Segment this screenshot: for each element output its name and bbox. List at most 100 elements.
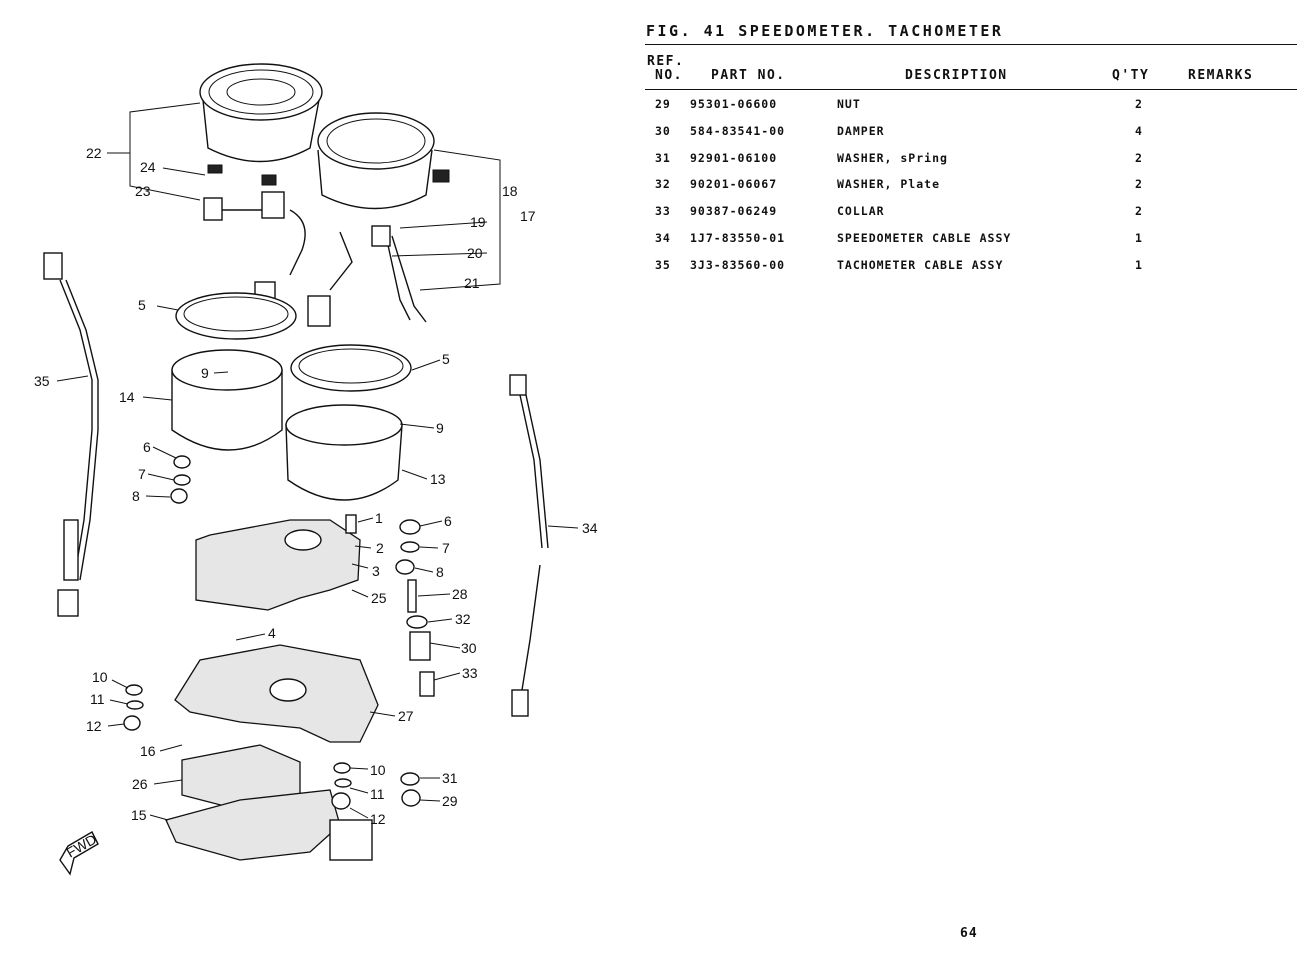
callout: 15 [131, 807, 147, 823]
table-row: 33 90387-06249 COLLAR 2 [645, 201, 1297, 228]
header-part-no: PART NO. [711, 68, 786, 83]
callout: 8 [132, 488, 140, 504]
part-no-cell: 92901-06100 [690, 150, 778, 165]
exploded-parts-diagram: FWD 22 24 23 18 19 17 20 21 5 [34, 63, 598, 876]
callout: 4 [268, 625, 276, 641]
header-ref-line1: REF. [647, 54, 685, 69]
ref-cell: 34 [655, 230, 671, 245]
part-no-cell: 584-83541-00 [690, 123, 786, 138]
callout: 19 [470, 214, 486, 230]
callout: 1 [375, 510, 383, 526]
callout: 9 [436, 420, 444, 436]
figure-title: FIG. 41 SPEEDOMETER. TACHOMETER [646, 22, 1004, 40]
callout: 8 [436, 564, 444, 580]
tachometer-gauge [317, 112, 450, 210]
tachometer-cable [43, 252, 99, 617]
ref-cell: 29 [655, 97, 671, 111]
callout: 13 [430, 471, 446, 487]
ref-cell: 33 [655, 204, 671, 219]
callout: 5 [138, 297, 146, 313]
callout: 20 [467, 245, 483, 261]
callout: 25 [371, 590, 387, 606]
small-hardware [123, 455, 435, 810]
part-no-cell: 1J7-83550-01 [690, 230, 786, 245]
callout: 16 [140, 743, 156, 759]
callout: 10 [370, 762, 386, 778]
callout-labels: 22 24 23 18 19 17 20 21 5 5 35 9 14 9 6 … [34, 145, 598, 827]
callout: 34 [582, 520, 598, 536]
page-number: 64 [960, 926, 978, 941]
callout: 33 [462, 665, 478, 681]
callout: 7 [442, 540, 450, 556]
qty-cell: 2 [1135, 204, 1143, 219]
callout: 29 [442, 793, 458, 809]
ref-cell: 30 [655, 123, 671, 138]
callout: 7 [138, 466, 146, 482]
description-cell: SPEEDOMETER CABLE ASSY [837, 230, 1012, 245]
callout: 17 [520, 208, 536, 224]
callout: 14 [119, 389, 135, 405]
callout: 27 [398, 708, 414, 724]
table-row: 32 90201-06067 WASHER, Plate 2 [645, 174, 1297, 201]
table-row: 35 3J3-83560-00 TACHOMETER CABLE ASSY 1 [645, 255, 1297, 282]
right-seal-ring [290, 344, 412, 392]
callout: 12 [370, 811, 386, 827]
callout: 23 [135, 183, 151, 199]
right-gauge-case [285, 424, 403, 501]
part-no-cell: 90387-06249 [690, 204, 778, 219]
description-cell: TACHOMETER CABLE ASSY [837, 257, 1004, 272]
table-row: 30 584-83541-00 DAMPER 4 [645, 121, 1297, 148]
qty-cell: 4 [1135, 123, 1143, 138]
part-no-cell: 3J3-83560-00 [690, 257, 786, 272]
ref-cell: 35 [655, 257, 671, 272]
speedometer-gauge [199, 63, 323, 186]
callout: 11 [90, 691, 105, 707]
left-seal-ring [175, 292, 297, 340]
forward-arrow-icon: FWD [59, 831, 99, 876]
left-gauge-case [171, 369, 283, 451]
description-cell: NUT [837, 97, 861, 111]
header-rule [645, 89, 1297, 90]
callout: 2 [376, 540, 384, 556]
callout: 32 [455, 611, 471, 627]
callout: 18 [502, 183, 518, 199]
description-cell: DAMPER [837, 123, 885, 138]
callout: 31 [442, 770, 458, 786]
qty-cell: 2 [1135, 97, 1143, 111]
table-row: 31 92901-06100 WASHER, sPring 2 [645, 148, 1297, 175]
description-cell: COLLAR [837, 204, 885, 219]
callout: 35 [34, 373, 50, 389]
callout: 3 [372, 563, 380, 579]
callout: 6 [444, 513, 452, 529]
table-row: 29 95301-06600 NUT 2 [645, 94, 1297, 121]
header-qty: Q'TY [1112, 68, 1150, 83]
qty-cell: 1 [1135, 230, 1143, 245]
callout: 21 [464, 275, 480, 291]
upper-bracket [195, 519, 361, 611]
callout: 12 [86, 718, 102, 734]
table-row: 34 1J7-83550-01 SPEEDOMETER CABLE ASSY 1 [645, 228, 1297, 255]
callout: 22 [86, 145, 102, 161]
description-cell: WASHER, Plate [837, 177, 941, 192]
callout: 5 [442, 351, 450, 367]
title-rule [645, 44, 1297, 45]
callout: 10 [92, 669, 108, 685]
part-no-cell: 95301-06600 [690, 97, 778, 111]
callout: 24 [140, 159, 156, 175]
indicator-cover [165, 789, 341, 861]
qty-cell: 2 [1135, 177, 1143, 192]
ref-cell: 31 [655, 150, 671, 165]
description-cell: WASHER, sPring [837, 150, 948, 165]
header-description: DESCRIPTION [905, 68, 1008, 83]
callout: 26 [132, 776, 148, 792]
speedometer-cable [509, 374, 549, 717]
callout: 6 [143, 439, 151, 455]
part-no-cell: 90201-06067 [690, 177, 778, 192]
callout: 28 [452, 586, 468, 602]
ref-cell: 32 [655, 177, 671, 192]
parts-table: 29 95301-06600 NUT 2 30 584-83541-00 DAM… [645, 94, 1297, 282]
header-ref-line2: NO. [655, 68, 683, 83]
callout: 30 [461, 640, 477, 656]
qty-cell: 1 [1135, 257, 1143, 272]
qty-cell: 2 [1135, 150, 1143, 165]
